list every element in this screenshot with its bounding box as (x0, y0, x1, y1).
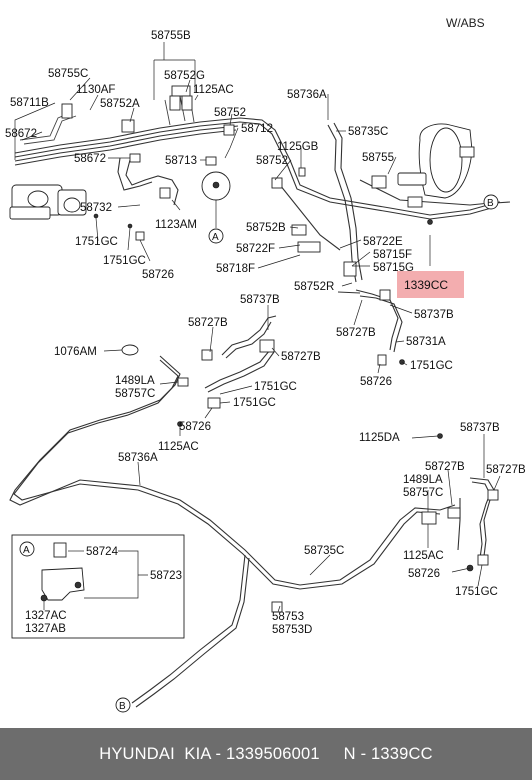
part-label[interactable]: 58755 (362, 152, 394, 164)
part-label[interactable]: 58726 (408, 568, 440, 580)
part-label[interactable]: 58752B (246, 222, 286, 234)
part-number-footer: HYUNDAI KIA - 1339506001 N - 1339CC (0, 728, 532, 780)
part-label[interactable]: 1489LA (403, 474, 443, 486)
part-label[interactable]: 58736A (287, 89, 327, 101)
part-label[interactable]: 1327AC (25, 610, 67, 622)
part-label[interactable]: 58737B (240, 294, 280, 306)
part-label[interactable]: 58726 (142, 269, 174, 281)
part-label[interactable]: 58727B (281, 351, 321, 363)
part-label[interactable]: 1130AF (76, 84, 115, 96)
part-label-1339cc[interactable]: 1339CC (404, 278, 448, 292)
part-label[interactable]: 1327AB (25, 623, 66, 635)
part-label[interactable]: 58722F (236, 243, 275, 255)
part-label[interactable]: 58735C (304, 545, 344, 557)
circle-marker-b-bottom (115, 697, 131, 713)
part-label[interactable]: 58711B (10, 97, 49, 109)
part-label[interactable]: 1489LA (115, 375, 155, 387)
bracket-a (201, 171, 231, 228)
part-label[interactable]: 58752 (214, 107, 246, 119)
part-label[interactable]: 58722E (363, 236, 403, 248)
part-label[interactable]: 58672 (5, 128, 37, 140)
part-label[interactable]: 58713 (165, 155, 197, 167)
abs-module (9, 184, 87, 220)
part-label[interactable]: 58757C (115, 388, 155, 400)
part-label[interactable]: 58753 (272, 611, 304, 623)
part-label[interactable]: 58755B (151, 30, 191, 42)
circle-marker-a (208, 228, 224, 244)
part-label[interactable]: 58727B (188, 317, 228, 329)
circle-label-a-inset: A (23, 545, 30, 556)
part-label[interactable]: 1125GB (277, 141, 319, 153)
lower-brake-pipes (9, 355, 456, 708)
part-label[interactable]: 58723 (150, 570, 182, 582)
part-label[interactable]: 58732 (80, 202, 112, 214)
circle-marker-b-top (483, 194, 499, 210)
part-label[interactable]: 58718F (216, 263, 255, 275)
corner-label: W/ABS (446, 16, 485, 30)
middle-brake-pipes (204, 289, 403, 393)
part-label[interactable]: 58752R (294, 281, 334, 293)
part-label[interactable]: 1751GC (410, 360, 453, 372)
part-label[interactable]: 58672 (74, 153, 106, 165)
part-label[interactable]: 58736A (118, 452, 158, 464)
part-label[interactable]: 58724 (86, 546, 119, 558)
part-label[interactable]: 58737B (460, 422, 500, 434)
footer-text: HYUNDAI KIA - 1339506001 N - 1339CC (99, 744, 433, 763)
upper-small-parts (61, 85, 433, 277)
part-label[interactable]: 1125AC (403, 550, 444, 562)
part-label[interactable]: 58752A (100, 98, 140, 110)
middle-small-parts (121, 289, 443, 613)
part-label[interactable]: 58727B (425, 461, 465, 473)
part-label[interactable]: 58755C (48, 68, 88, 80)
part-label[interactable]: 58752 (256, 155, 288, 167)
part-label[interactable]: 1751GC (233, 397, 276, 409)
part-label[interactable]: 1751GC (455, 586, 498, 598)
part-label[interactable]: 58715G (373, 262, 414, 274)
part-label[interactable]: 1125AC (158, 441, 199, 453)
part-label[interactable]: 58752G (164, 70, 205, 82)
part-label[interactable]: 58727B (336, 327, 376, 339)
circle-label-a: A (212, 232, 219, 243)
leader-lines (14, 42, 501, 613)
brake-booster (371, 123, 475, 208)
part-label[interactable]: 58727B (486, 464, 526, 476)
part-label[interactable]: 58726 (179, 421, 211, 433)
circle-label-b-top: B (487, 198, 494, 209)
upper-brake-pipes (14, 95, 511, 283)
part-label[interactable]: 1123AM (155, 219, 197, 231)
part-label[interactable]: 58737B (414, 309, 454, 321)
part-label[interactable]: 58753D (272, 624, 312, 636)
highlight-box (397, 271, 464, 298)
part-labels: 58755B 58755C 58752G 1130AF 1125AC 58711… (5, 30, 526, 636)
part-label[interactable]: 1751GC (103, 255, 146, 267)
brake-line-diagram: W/ABS (5, 16, 526, 713)
inset-box-a (11, 534, 185, 639)
part-label[interactable]: 58712 (241, 123, 273, 135)
lower-right-pipes (421, 477, 499, 572)
part-label[interactable]: 58726 (360, 376, 392, 388)
part-label[interactable]: 1076AM (54, 346, 97, 358)
part-label[interactable]: 1751GC (254, 381, 297, 393)
part-label[interactable]: 1125DA (359, 432, 400, 444)
part-label[interactable]: 58735C (348, 126, 388, 138)
part-label[interactable]: 1751GC (75, 236, 118, 248)
part-label[interactable]: 58757C (403, 487, 443, 499)
part-label[interactable]: 1125AC (193, 84, 234, 96)
part-label[interactable]: 58715F (373, 249, 412, 261)
circle-label-b-bottom: B (119, 701, 126, 712)
part-label[interactable]: 58731A (406, 336, 446, 348)
